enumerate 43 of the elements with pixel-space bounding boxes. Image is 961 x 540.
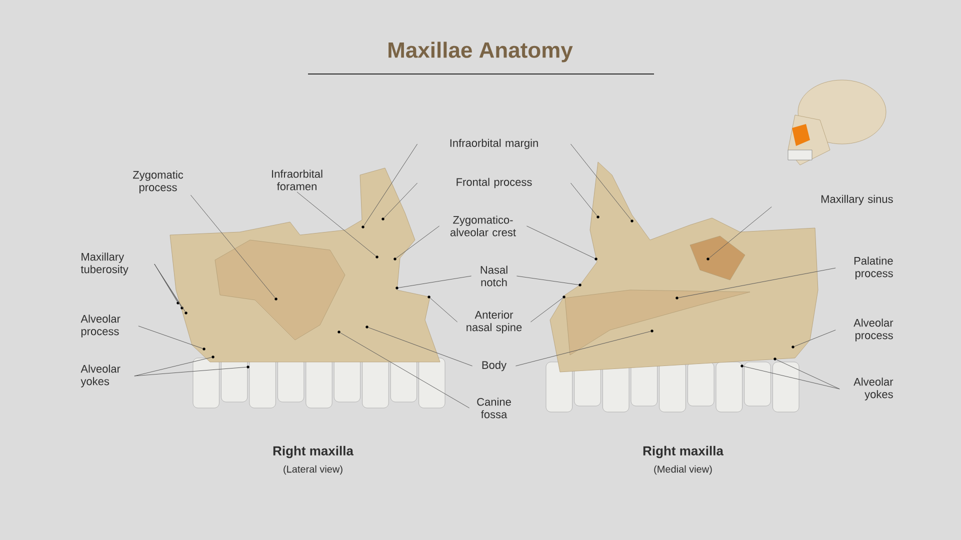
part-label: Nasal notch: [480, 266, 508, 286]
part-label: Maxillary sinus: [821, 194, 893, 206]
leader-line: [526, 226, 595, 259]
part-label: Zygomatic process: [132, 170, 184, 194]
part-label: Zygomatico-alveolar crest: [450, 216, 516, 236]
part-label: Anterior nasal spine: [466, 310, 522, 334]
view-title: Right maxilla: [273, 446, 354, 458]
part-label: Alveolar process: [80, 314, 120, 338]
part-label: Frontal process: [456, 178, 532, 188]
leader-line: [134, 366, 247, 376]
part-label: Palatine process: [854, 256, 893, 280]
leader-line: [678, 268, 836, 298]
leader-line: [794, 330, 836, 347]
part-label: Canine fossa: [477, 398, 511, 418]
leader-line: [430, 298, 458, 322]
part-label: Body: [482, 360, 506, 372]
leader-line: [190, 194, 276, 298]
part-label: Infraorbital margin: [450, 138, 538, 150]
leader-line: [154, 264, 186, 312]
leader-line: [776, 359, 840, 390]
part-label: Alveolar yokes: [80, 364, 120, 388]
title: Maxillae Anatomy: [388, 42, 573, 62]
leader-line: [396, 226, 440, 258]
leader-line: [516, 276, 579, 286]
leader-line: [364, 144, 418, 226]
leader-line: [134, 357, 212, 376]
part-label: Alveolar process: [854, 318, 894, 342]
part-label: Infraorbital foramen: [272, 170, 322, 190]
view-title: Right maxilla: [643, 446, 724, 458]
leader-line: [530, 298, 563, 322]
part-label: Maxillary tuberosity: [80, 252, 128, 276]
leader-line: [296, 192, 376, 256]
part-label: Alveolar yokes: [854, 378, 894, 400]
view-subtitle: (Medial view): [654, 465, 712, 475]
leader-line: [384, 182, 418, 218]
leader-line: [515, 331, 651, 366]
leader-line: [709, 206, 772, 258]
leader-line: [138, 326, 203, 349]
leader-line: [570, 144, 632, 220]
leader-line: [368, 327, 473, 366]
leader-line: [154, 264, 182, 307]
leader-line: [340, 332, 470, 408]
view-subtitle: (Lateral view): [284, 465, 342, 475]
